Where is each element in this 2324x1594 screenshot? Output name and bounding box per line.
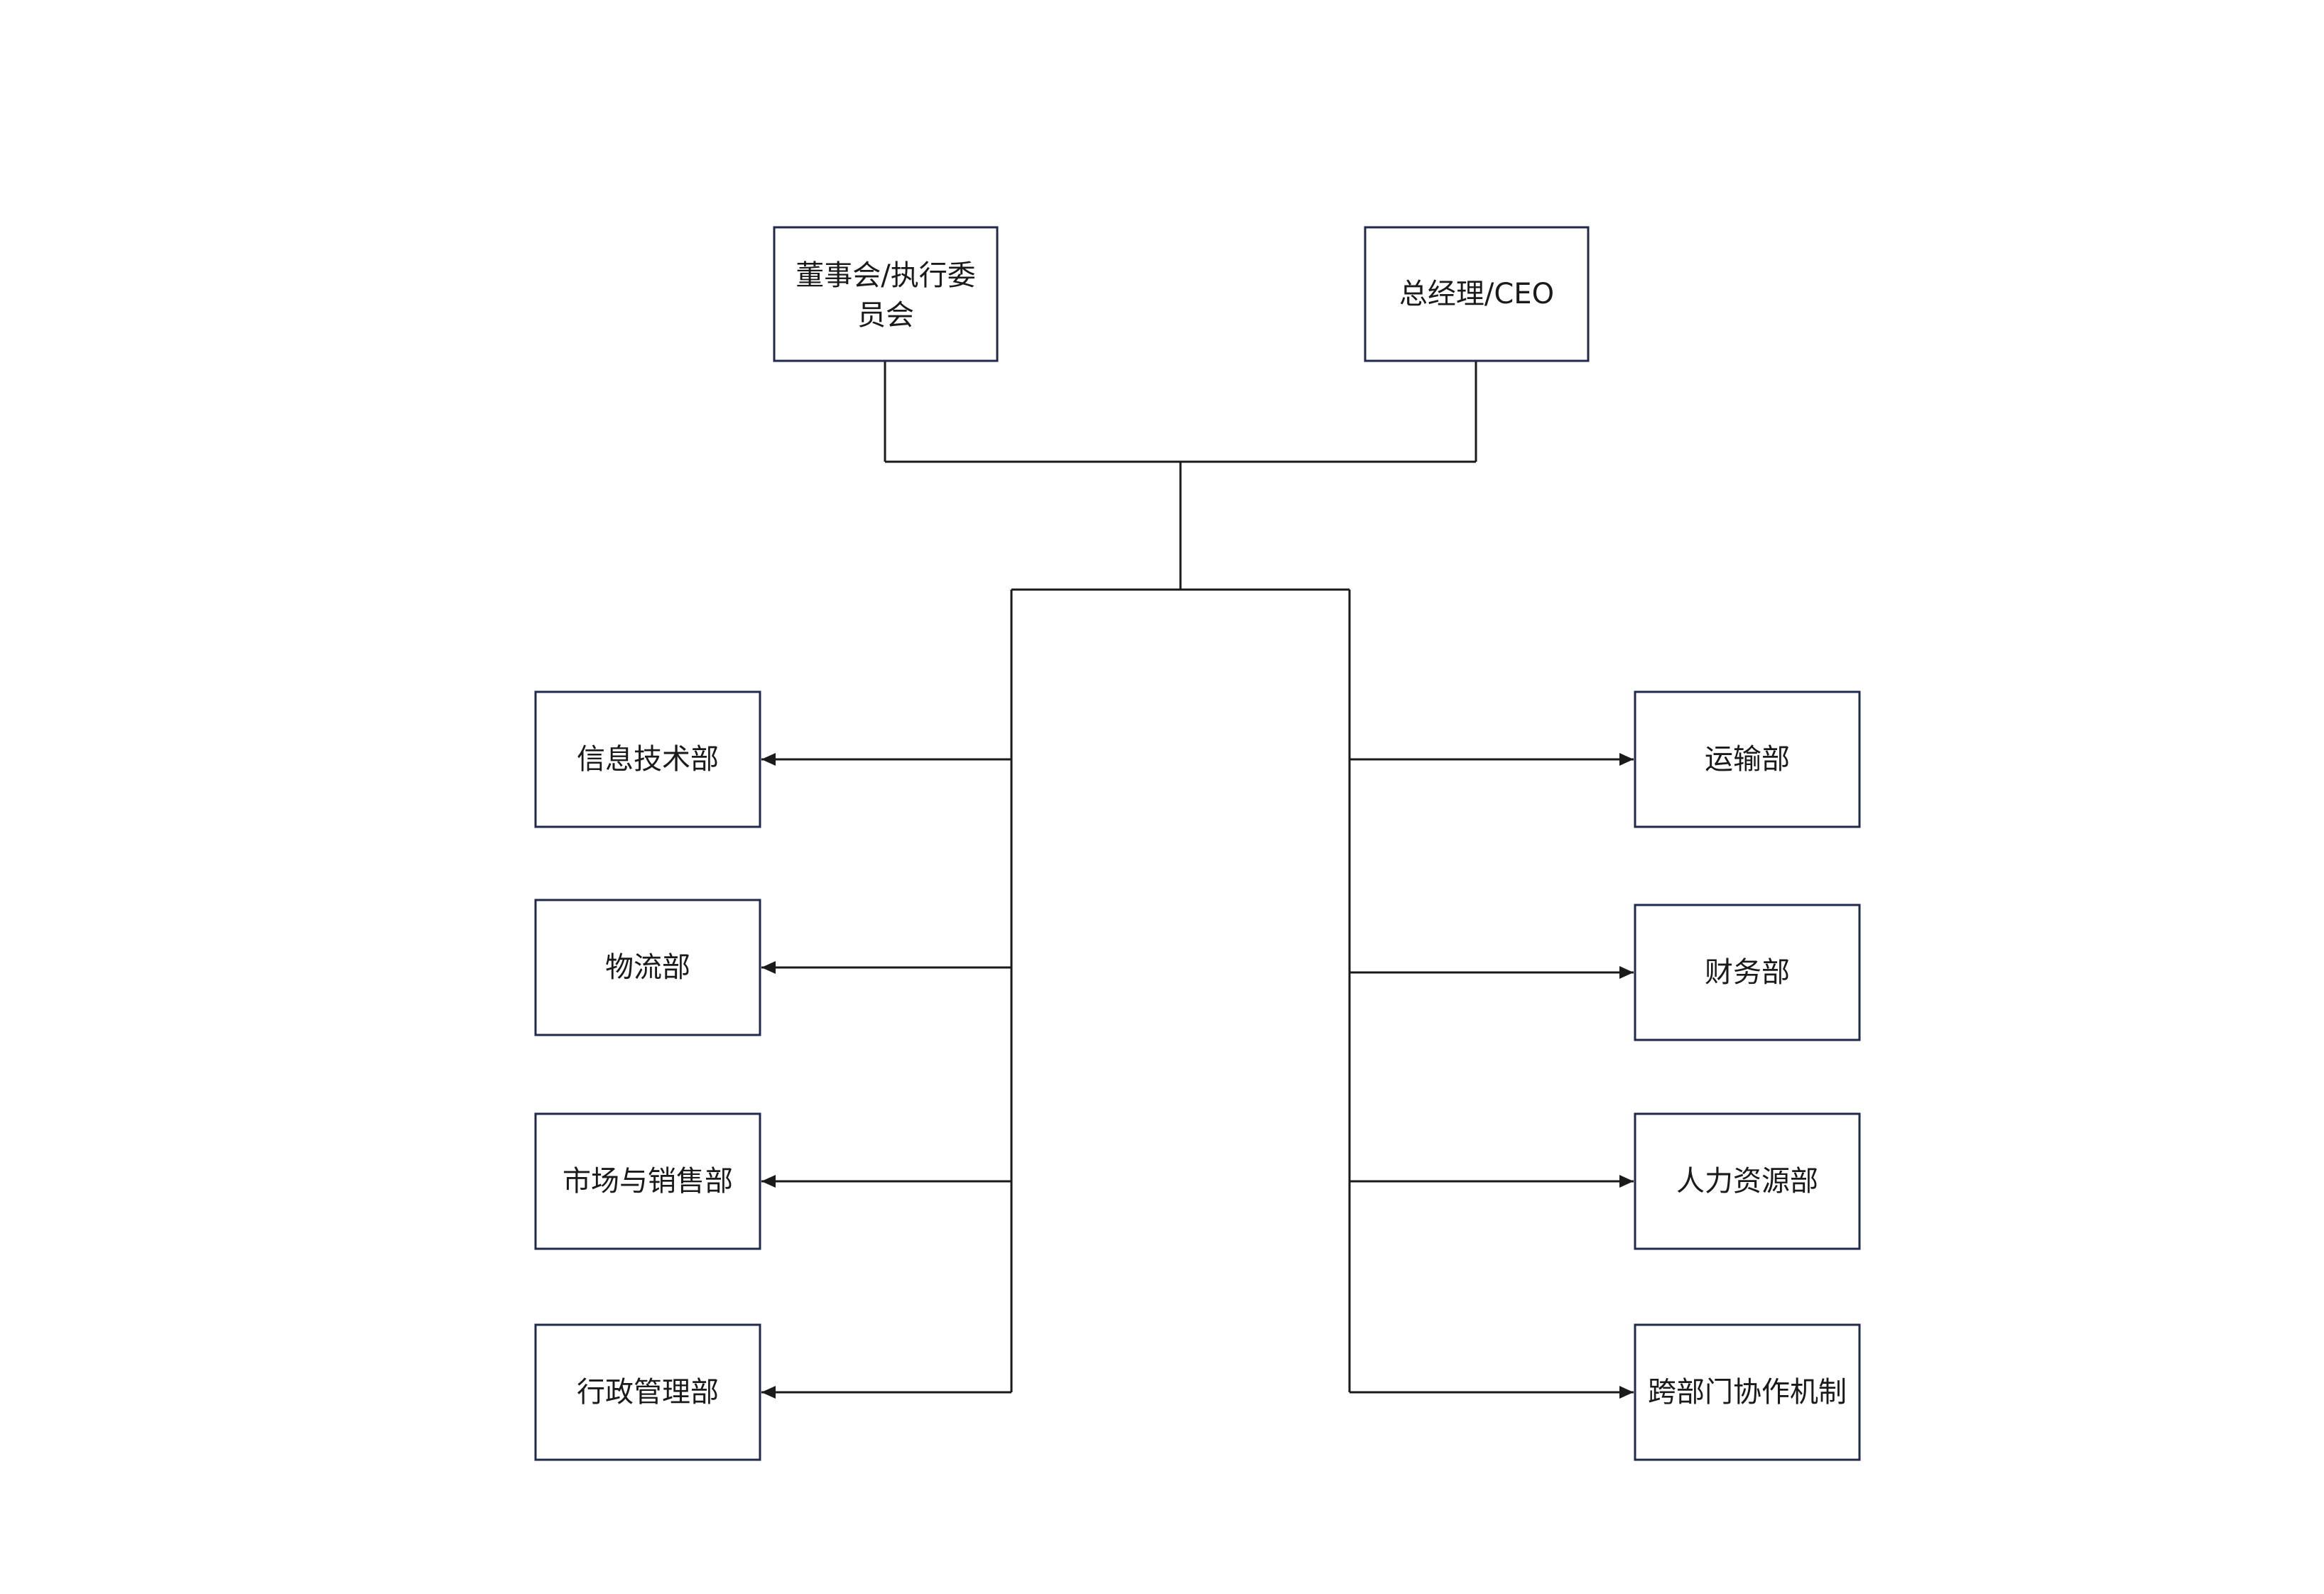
node-marketing-box — [534, 1112, 761, 1250]
node-admin-box — [534, 1323, 761, 1461]
node-finance-label: 财务部 — [1705, 956, 1790, 989]
node-coop-label: 跨部门协作机制 — [1648, 1376, 1847, 1409]
node-ceo[interactable]: 总经理/CEO — [1364, 226, 1590, 362]
node-board[interactable]: 董事会/执行委 员会 — [773, 226, 999, 362]
node-board-label-line-2: 员会 — [857, 299, 914, 332]
node-it-box — [534, 690, 761, 828]
node-coop[interactable]: 跨部门协作机制 — [1634, 1323, 1861, 1461]
node-admin[interactable]: 行政管理部 — [534, 1323, 761, 1461]
node-ceo-box — [1364, 226, 1590, 362]
node-hr-box — [1634, 1112, 1861, 1250]
node-transport[interactable]: 运输部 — [1634, 690, 1861, 828]
node-logistics-label: 物流部 — [605, 951, 690, 984]
left-branch — [761, 590, 1013, 1399]
node-marketing-label: 市场与销售部 — [563, 1165, 733, 1198]
node-hr[interactable]: 人力资源部 — [1634, 1112, 1861, 1250]
node-logistics[interactable]: 物流部 — [534, 899, 761, 1036]
node-coop-box — [1634, 1323, 1861, 1461]
node-board-box — [773, 226, 999, 362]
top-connectors — [884, 361, 1477, 591]
node-logistics-box — [534, 899, 761, 1036]
node-admin-label: 行政管理部 — [577, 1376, 719, 1409]
node-transport-label: 运输部 — [1705, 743, 1790, 776]
node-finance-box — [1634, 904, 1861, 1041]
node-ceo-label: 总经理/CEO — [1399, 278, 1554, 310]
node-it-label: 信息技术部 — [577, 743, 719, 776]
node-it[interactable]: 信息技术部 — [534, 690, 761, 828]
node-finance[interactable]: 财务部 — [1634, 904, 1861, 1041]
node-marketing[interactable]: 市场与销售部 — [534, 1112, 761, 1250]
node-transport-box — [1634, 690, 1861, 828]
node-board-label-line-1: 董事会/执行委 — [796, 259, 975, 292]
right-branch — [1348, 590, 1634, 1399]
node-hr-label: 人力资源部 — [1676, 1165, 1818, 1198]
